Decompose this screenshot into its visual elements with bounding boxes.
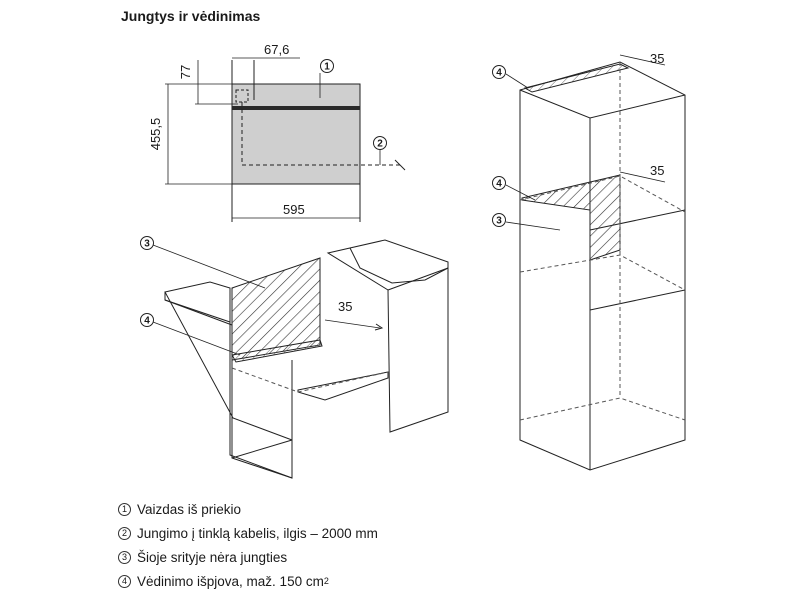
dim-595: 595 — [283, 202, 305, 217]
cable-end — [394, 159, 406, 171]
callout-3-left — [140, 236, 154, 250]
legend-num: 2 — [118, 526, 131, 540]
tall-hatched-area — [521, 174, 621, 261]
svg-text:4: 4 — [496, 179, 502, 190]
installation-diagram: 77 67,6 455,5 595 1 2 — [140, 42, 686, 479]
callout-4-top — [492, 65, 506, 79]
left-cabinet — [164, 281, 293, 479]
legend-item-3: 3 Šioje srityje nėra jungties — [118, 545, 738, 569]
legend-num: 1 — [118, 502, 131, 516]
callout-3-right — [492, 213, 506, 227]
legend-sup: 2 — [323, 576, 329, 586]
callout-2 — [373, 136, 387, 150]
power-cable — [241, 102, 400, 166]
svg-text:1: 1 — [324, 62, 330, 73]
niche-shelf — [297, 371, 389, 401]
legend-text: Šioje srityje nėra jungties — [137, 549, 288, 565]
legend-num: 3 — [118, 550, 131, 564]
legend-num: 4 — [118, 574, 131, 588]
legend: 1 Vaizdas iš priekio 2 Jungimo į tinklą … — [118, 497, 738, 593]
iso-cabinet-view: 35 3 4 — [140, 236, 449, 479]
svg-text:3: 3 — [496, 216, 502, 227]
dim-67-6: 67,6 — [264, 42, 289, 57]
vent-slot — [231, 339, 323, 363]
legend-text: Jungimo į tinklą kabelis, ilgis – 2000 m… — [137, 525, 378, 541]
callout-4-mid — [492, 176, 506, 190]
svg-text:4: 4 — [496, 68, 502, 79]
legend-item-1: 1 Vaizdas iš priekio — [118, 497, 738, 521]
callout-1 — [320, 59, 334, 73]
dim-35-iso: 35 — [338, 299, 352, 314]
legend-item-2: 2 Jungimo į tinklą kabelis, ilgis – 2000… — [118, 521, 738, 545]
tall-cabinet-outline — [519, 61, 686, 471]
dim-35-mid: 35 — [650, 163, 664, 178]
tall-cabinet-view: 35 35 4 4 3 — [492, 51, 686, 471]
legend-text: Vaizdas iš priekio — [137, 501, 242, 517]
svg-text:3: 3 — [144, 239, 150, 250]
dim-455-5: 455,5 — [148, 118, 163, 151]
oven-front-body — [231, 83, 361, 185]
legend-text: Vėdinimo išpjova, maž. 150 cm — [137, 573, 324, 589]
dim-77: 77 — [178, 65, 193, 79]
page-title: Jungtys ir vėdinimas — [121, 8, 261, 24]
dim-35-top: 35 — [650, 51, 664, 66]
callout-4-left — [140, 313, 154, 327]
top-vent — [523, 63, 630, 93]
right-cabinet — [326, 239, 449, 433]
oven-control-band — [232, 106, 360, 110]
svg-text:4: 4 — [144, 316, 150, 327]
svg-text:2: 2 — [377, 139, 383, 150]
front-view: 77 67,6 455,5 595 1 2 — [148, 42, 406, 222]
